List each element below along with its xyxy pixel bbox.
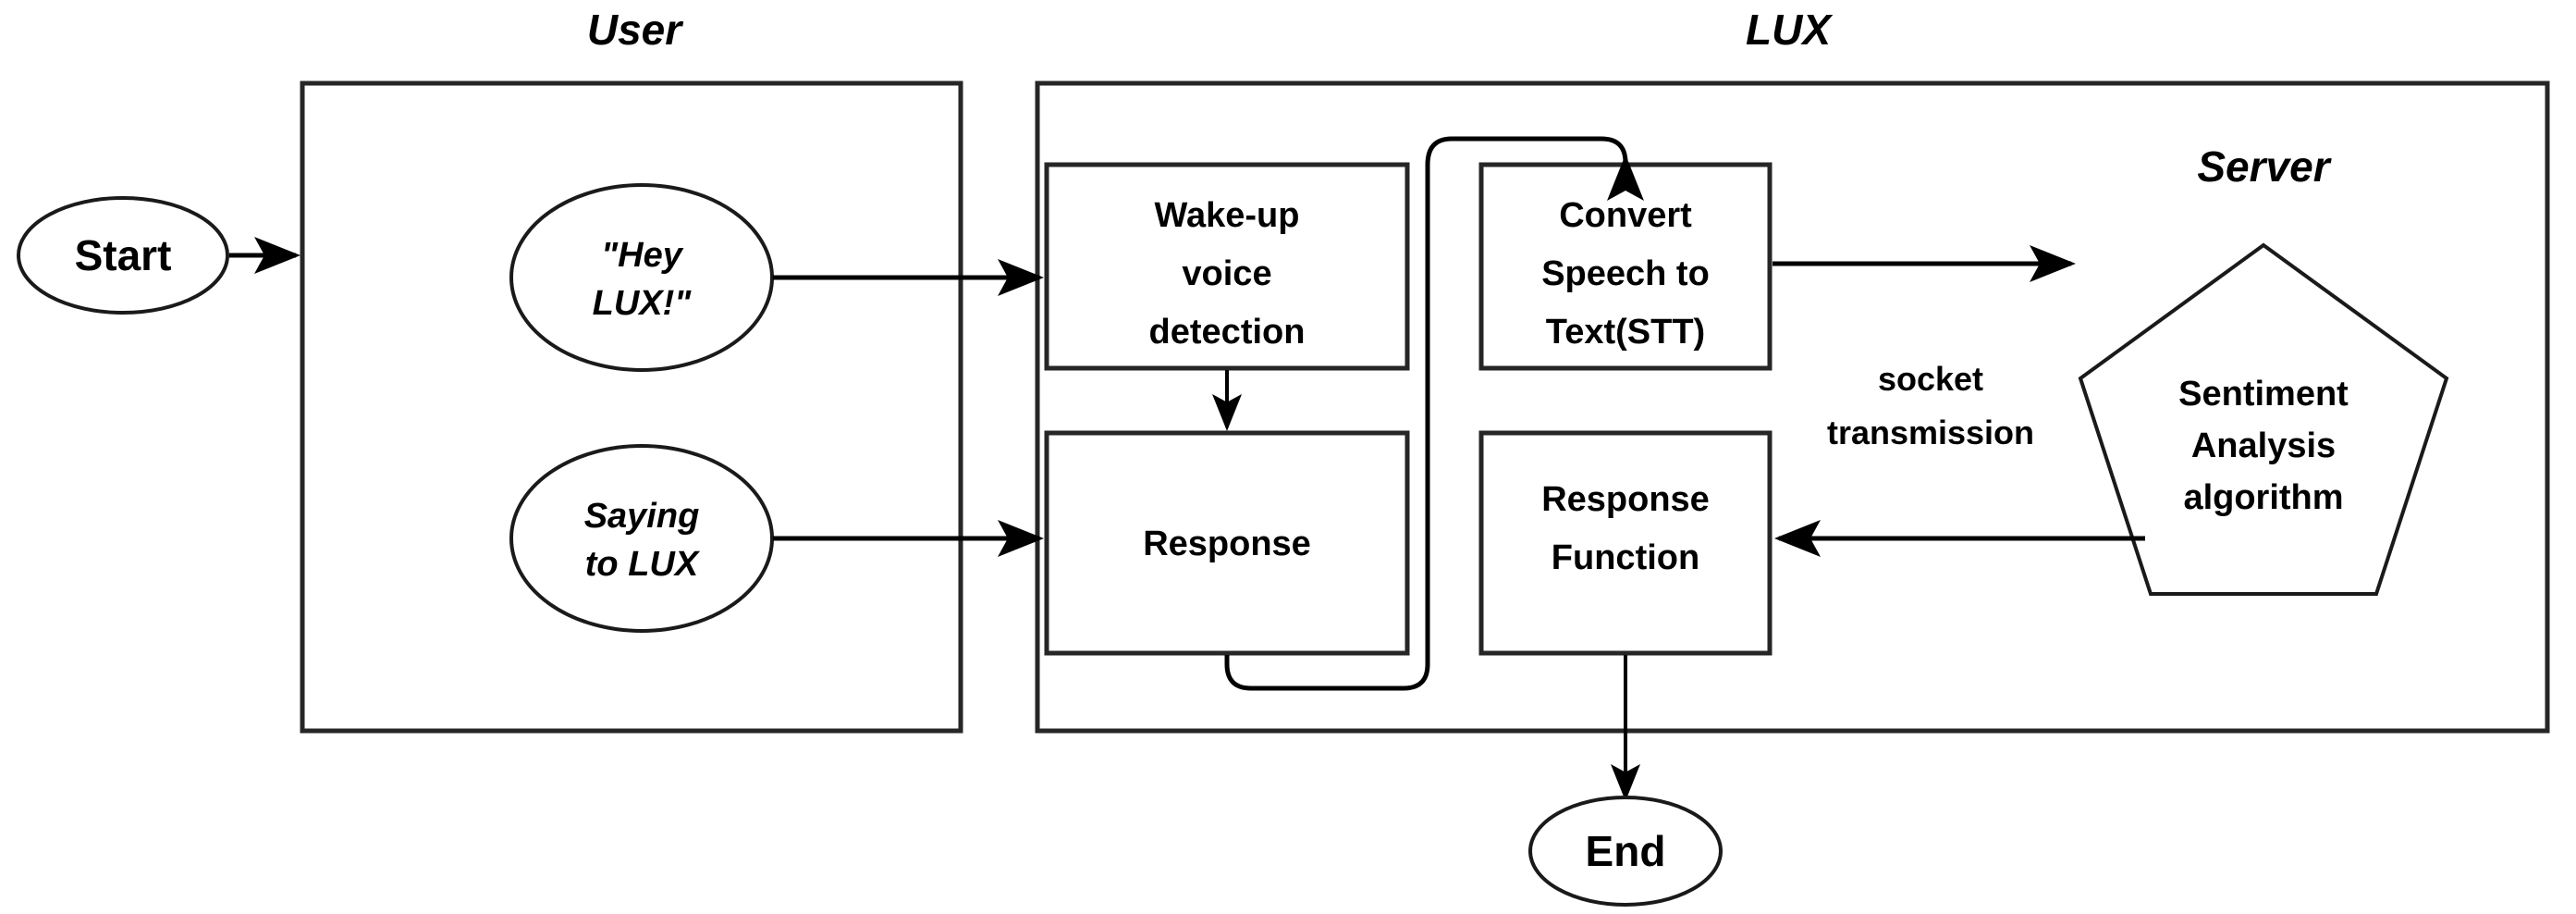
response-label-line1: Response [1143,525,1311,563]
wakeup-voice-detection-label-line3: detection [1149,313,1306,352]
sentiment-analysis-label-line2: Analysis [2191,426,2336,465]
end-terminator-label: End [1586,827,1666,875]
response-function-label-line2: Function [1552,538,1699,577]
hey-lux-node-shape [509,183,774,372]
server-group-title: Server [2197,142,2331,191]
convert-speech-to-text-label-line1: Convert [1559,196,1692,235]
saying-to-lux-node-label-line1: Saying [584,497,700,536]
wakeup-voice-detection-label-line1: Wake-up [1155,196,1300,235]
lux-lane-title: LUX [1746,6,1833,54]
saying-to-lux-node-shape [509,444,774,633]
end-terminator-shape [1528,796,1723,907]
start-terminator-shape [17,196,229,315]
saying-to-lux-node-label-line2: to LUX [585,545,701,584]
edge-response-loop-to-convert-stt [1224,136,1644,691]
response-function-label-line1: Response [1541,480,1710,519]
socket-transmission-label-line2: transmission [1827,414,2034,451]
user-lane-title: User [587,6,683,54]
response-box [1044,430,1410,656]
sentiment-analysis-label-line3: algorithm [2183,478,2343,517]
sentiment-analysis-label-line1: Sentiment [2178,375,2349,414]
hey-lux-node-label-line1: "Hey [601,236,684,275]
convert-speech-to-text-label-line3: Text(STT) [1546,313,1705,352]
start-terminator-label: Start [75,231,172,279]
wakeup-voice-detection-label-line2: voice [1182,254,1271,293]
user-lane-box [300,80,963,734]
socket-transmission-label-line1: socket [1878,360,1983,398]
wakeup-voice-detection-box [1044,162,1410,371]
convert-speech-to-text-label-line2: Speech to [1541,254,1710,293]
lux-lane-box [1035,80,2550,734]
response-function-box [1478,430,1773,656]
sentiment-analysis-pentagon [2078,242,2449,596]
hey-lux-node-label-line2: LUX!" [593,284,693,323]
